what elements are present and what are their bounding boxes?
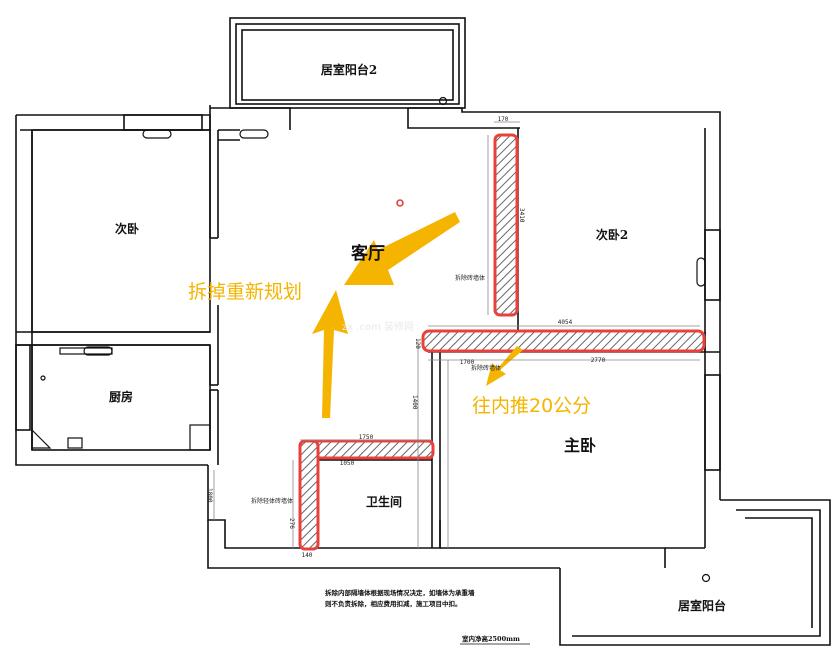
dim-hall: 1800 [206,488,213,503]
dim-bottom-right: 2770 [591,357,606,364]
room-living: 客厅 [350,243,385,264]
watermark: zx .com 装修网 [342,320,414,333]
arrow-icon [312,290,348,418]
outer-walls [15,17,831,646]
label-demolish-2: 拆除砖墙体 [471,364,501,372]
marker-dot [396,199,404,207]
label-demolish-3: 拆除轻体砖墙体 [251,497,293,505]
room-master-balcony: 居室阳台 [678,598,726,613]
wall-highlight-bath-top [298,439,435,460]
dim-bath-left-v: 1400 [411,395,418,410]
dimension-lines [213,121,700,548]
wall-highlight-bath-left [298,439,320,551]
wall-highlight-vertical [493,133,519,317]
arrow-icon [344,212,460,285]
room-kitchen: 厨房 [109,389,133,404]
room-bedroom-left: 次卧 [115,221,139,236]
room-bathroom: 卫生间 [366,494,402,509]
dim-bath-side: 276 [288,518,295,529]
arrows [312,212,523,418]
dim-vertical: 3410 [518,208,525,223]
dim-bath-inner: 1050 [340,460,355,467]
arrow-icon [486,346,523,386]
note-line-1: 拆除内部隔墙体根据现场情况决定，如墙体为承重墙 [325,588,475,597]
wall-highlight-horizontal [421,329,706,353]
dim-bath-top: 1750 [359,434,374,441]
fixtures [31,96,711,583]
dim-bottom-left: 1700 [460,359,475,366]
annotation-push-in: 往内推20公分 [472,395,591,417]
ceiling-height: 室内净高2500mm [462,634,520,643]
room-master: 主卧 [564,436,596,455]
annotation-demolish: 拆掉重新规划 [188,281,302,303]
room-bedroom-2: 次卧2 [596,227,628,242]
note-line-2: 则不负责拆除，相应费用扣减，施工项目中扣。 [325,599,462,608]
dim-top: 170 [498,116,509,123]
room-balcony-2: 居室阳台2 [321,62,377,77]
dim-horizontal: 4054 [558,319,573,326]
dim-left-outer: 120 [414,338,421,349]
dim-bath-bottom: 140 [302,552,313,559]
demolish-walls [298,133,706,551]
label-demolish-1: 拆除砖墙体 [455,274,485,282]
